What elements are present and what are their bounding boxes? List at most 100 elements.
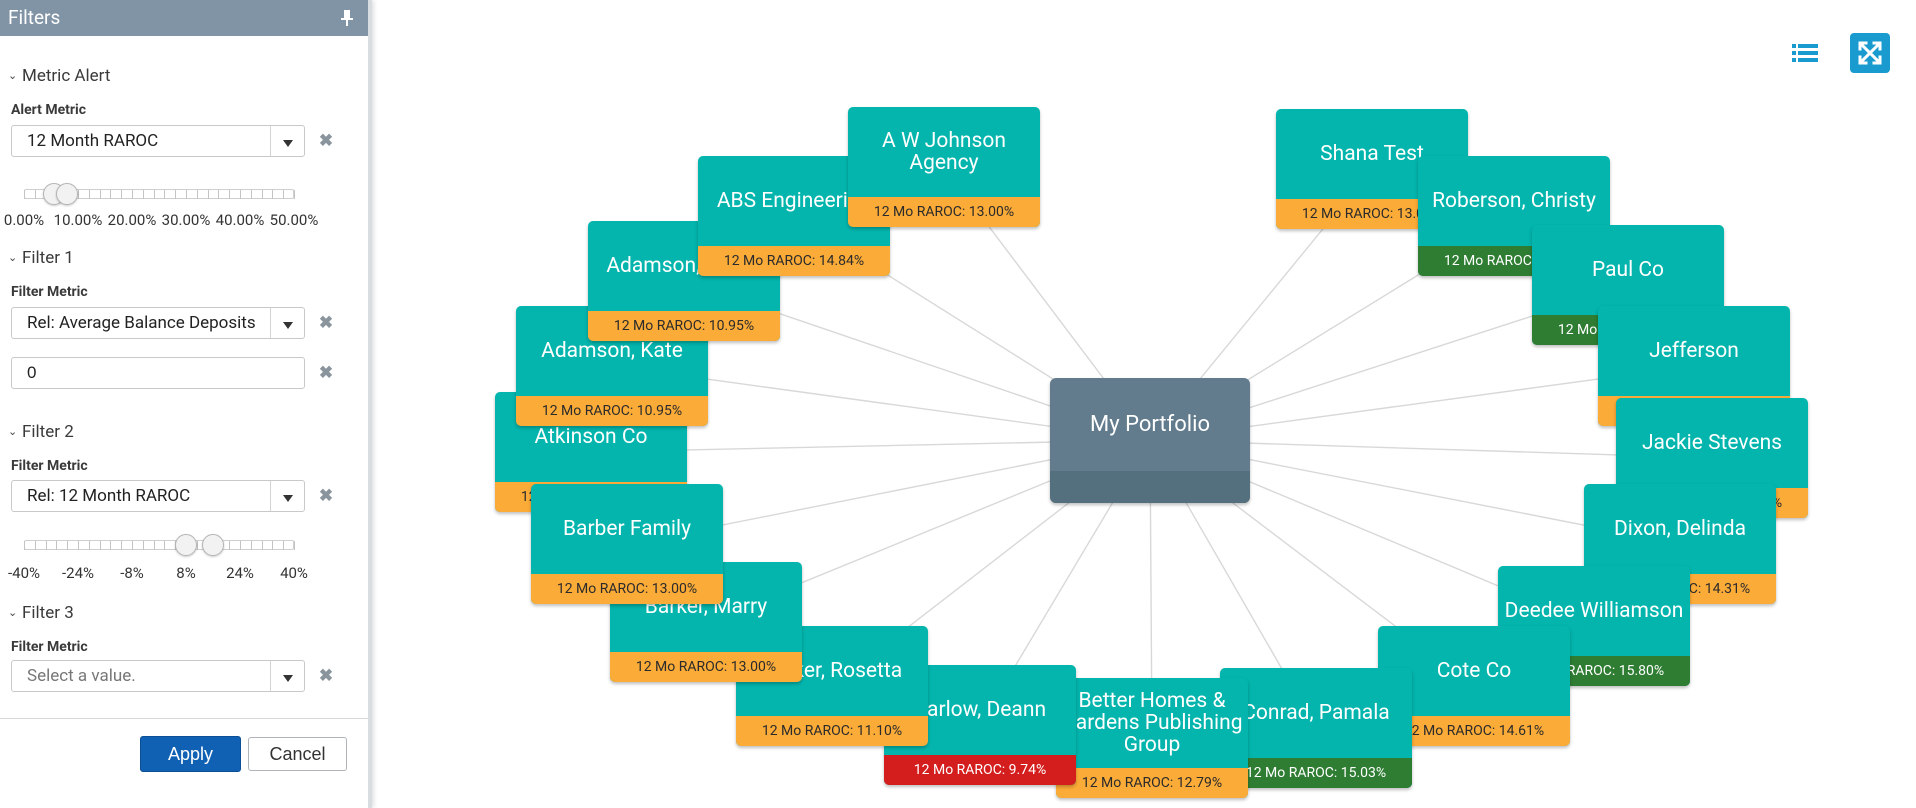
- clear-filter1-metric-icon[interactable]: ✖: [318, 313, 334, 333]
- slider-tick: [110, 541, 112, 550]
- filter3-metric-label: Filter Metric: [11, 639, 88, 655]
- slider-tick: [153, 190, 155, 199]
- filter3-title: Filter 3: [22, 603, 74, 623]
- client-node-name: Jackie Stevens: [1641, 431, 1783, 455]
- slider-tick: [229, 541, 231, 550]
- slider-tick: [294, 190, 295, 199]
- dropdown-caret-icon[interactable]: [270, 308, 304, 338]
- slider-tick: [132, 190, 133, 199]
- slider-handle-min[interactable]: [175, 534, 197, 556]
- filter1-metric-label: Filter Metric: [11, 284, 88, 300]
- alert-metric-select-value: 12 Month RAROC: [27, 131, 159, 151]
- slider-tick: [164, 541, 166, 550]
- client-node-metric: 12 Mo RAROC: 13.00%: [610, 652, 802, 682]
- filter2-section-toggle[interactable]: ⌄Filter 2: [8, 422, 74, 442]
- slider-tick: [218, 190, 220, 199]
- filters-panel-header: Filters: [0, 0, 368, 36]
- slider-tick: [272, 190, 274, 199]
- client-node-name: ABS Engineering: [716, 189, 872, 213]
- slider-tick: [142, 190, 144, 199]
- slider-tick: [121, 541, 123, 550]
- client-node-name: Barber Family: [562, 517, 692, 541]
- client-node[interactable]: Barber Family 12 Mo RAROC: 13.00%: [531, 484, 723, 604]
- filters-panel: Filters ⌄ Metric Alert Alert Metric 12 Mo…: [0, 0, 372, 808]
- client-node-metric: 12 Mo RAROC: 11.10%: [736, 716, 928, 746]
- clear-filter3-metric-icon[interactable]: ✖: [318, 666, 334, 686]
- slider-tick: [67, 541, 69, 550]
- chevron-down-icon: ⌄: [8, 251, 18, 264]
- slider-tick: [24, 190, 25, 199]
- client-node[interactable]: Conrad, Pamala 12 Mo RAROC: 15.03%: [1220, 668, 1412, 788]
- metric-alert-title: Metric Alert: [22, 66, 111, 86]
- slider-tick: [240, 541, 241, 550]
- slider-tick-label: -24%: [62, 564, 94, 582]
- alert-metric-label: Alert Metric: [11, 102, 87, 118]
- filter1-value-input[interactable]: [11, 357, 305, 389]
- slider-tick: [78, 190, 79, 199]
- slider-tick-label: 8%: [176, 564, 196, 582]
- dropdown-caret-icon[interactable]: [270, 481, 304, 511]
- list-view-button[interactable]: [1788, 36, 1822, 70]
- client-node-name: Conrad, Pamala: [1242, 701, 1390, 725]
- client-node-metric: 12 Mo RAROC: 9.74%: [884, 755, 1076, 785]
- alert-metric-select[interactable]: 12 Month RAROC: [11, 125, 305, 157]
- alert-metric-slider-labels: 0.00% 10.00% 20.00% 30.00% 40.00% 50.00%: [0, 211, 372, 229]
- slider-tick: [78, 541, 79, 550]
- client-node-metric: 12 Mo RAROC: 15.03%: [1220, 758, 1412, 788]
- dropdown-caret-icon[interactable]: [270, 661, 304, 691]
- slider-handle-max[interactable]: [56, 183, 79, 205]
- filter1-title: Filter 1: [22, 248, 74, 268]
- slider-tick-label: 24%: [226, 564, 254, 582]
- slider-tick: [250, 541, 252, 550]
- clear-filter2-metric-icon[interactable]: ✖: [318, 486, 334, 506]
- slider-tick: [186, 190, 187, 199]
- filter3-section-toggle[interactable]: ⌄ Filter 3: [8, 603, 74, 623]
- alert-metric-range-slider[interactable]: [24, 183, 295, 205]
- clear-alert-metric-icon[interactable]: ✖: [318, 131, 334, 151]
- chevron-down-icon: ⌄: [8, 606, 18, 619]
- chevron-down-icon: ⌄: [8, 69, 18, 82]
- slider-tick: [283, 190, 285, 199]
- pin-icon[interactable]: [340, 9, 354, 27]
- filter3-metric-select[interactable]: Select a value.: [11, 660, 305, 692]
- slider-tick: [34, 190, 36, 199]
- client-node-name: Barlow, Deann: [913, 698, 1047, 722]
- filter2-range-slider[interactable]: [24, 534, 295, 556]
- slider-tick: [142, 541, 144, 550]
- dropdown-caret-icon[interactable]: [270, 126, 304, 156]
- apply-button[interactable]: Apply: [140, 736, 241, 772]
- clear-filter1-value-icon[interactable]: ✖: [318, 363, 334, 383]
- filter1-metric-select[interactable]: Rel: Average Balance Deposits: [11, 307, 305, 339]
- filter2-title: Filter 2: [22, 422, 74, 442]
- portfolio-hub-footer: [1050, 471, 1250, 503]
- portfolio-hub[interactable]: My Portfolio: [1050, 378, 1250, 503]
- filter1-section-toggle[interactable]: ⌄ Filter 1: [8, 248, 74, 268]
- slider-tick: [99, 541, 101, 550]
- slider-tick: [229, 190, 231, 199]
- metric-alert-section-toggle[interactable]: ⌄ Metric Alert: [8, 66, 110, 86]
- filter1-metric-select-value: Rel: Average Balance Deposits: [27, 313, 256, 333]
- filter2-metric-select[interactable]: Rel: 12 Month RAROC: [11, 480, 305, 512]
- filter3-metric-placeholder: Select a value.: [27, 666, 136, 686]
- cancel-button[interactable]: Cancel: [248, 737, 347, 771]
- slider-tick: [88, 190, 90, 199]
- client-node-metric: 12 Mo RAROC: 13.00%: [848, 197, 1040, 227]
- slider-tick: [261, 541, 263, 550]
- slider-tick-label: 40.00%: [215, 211, 265, 229]
- filter2-metric-label: Filter Metric: [11, 458, 88, 474]
- slider-tick: [110, 190, 112, 199]
- slider-track[interactable]: [24, 540, 294, 550]
- slider-handle-max[interactable]: [202, 534, 224, 556]
- filter2-slider-labels: -40% -24% -8% 8% 24% 40%: [0, 564, 372, 582]
- portfolio-hub-label: My Portfolio: [1090, 412, 1210, 437]
- slider-tick: [261, 190, 263, 199]
- client-node-metric: 12 Mo RAROC: 13.00%: [531, 574, 723, 604]
- fullscreen-button[interactable]: [1850, 33, 1890, 73]
- slider-tick: [132, 541, 133, 550]
- slider-tick: [153, 541, 155, 550]
- client-node-metric: 12 Mo RAROC: 14.84%: [698, 246, 890, 276]
- slider-tick: [240, 190, 241, 199]
